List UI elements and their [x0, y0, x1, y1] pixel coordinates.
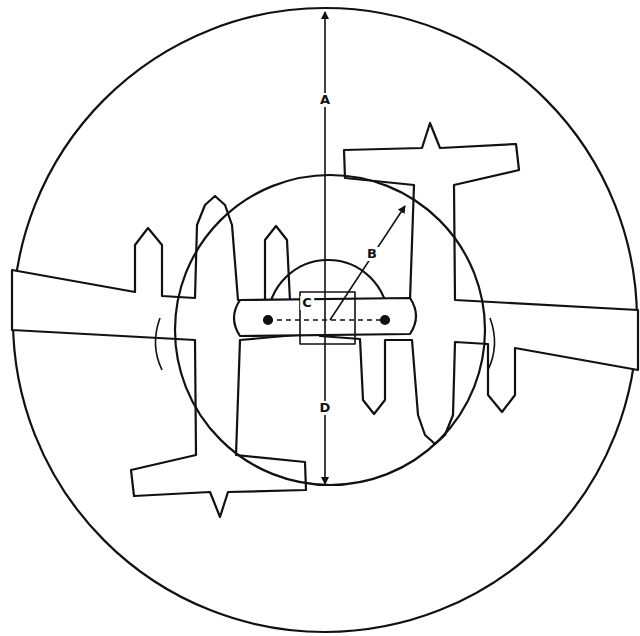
dimension-letter: A [318, 93, 332, 107]
leader-line [488, 318, 495, 370]
leader-line [155, 318, 162, 370]
outer-circle [13, 8, 637, 632]
dashed-line [268, 319, 385, 321]
dimension-letter: D [318, 401, 333, 415]
aircraft-outline [12, 196, 330, 517]
dimension-letter: C [300, 296, 314, 310]
dimension-line [324, 12, 326, 320]
middle-circle [175, 175, 485, 485]
dimension-letter: B [365, 247, 379, 261]
radius-line [330, 206, 405, 320]
